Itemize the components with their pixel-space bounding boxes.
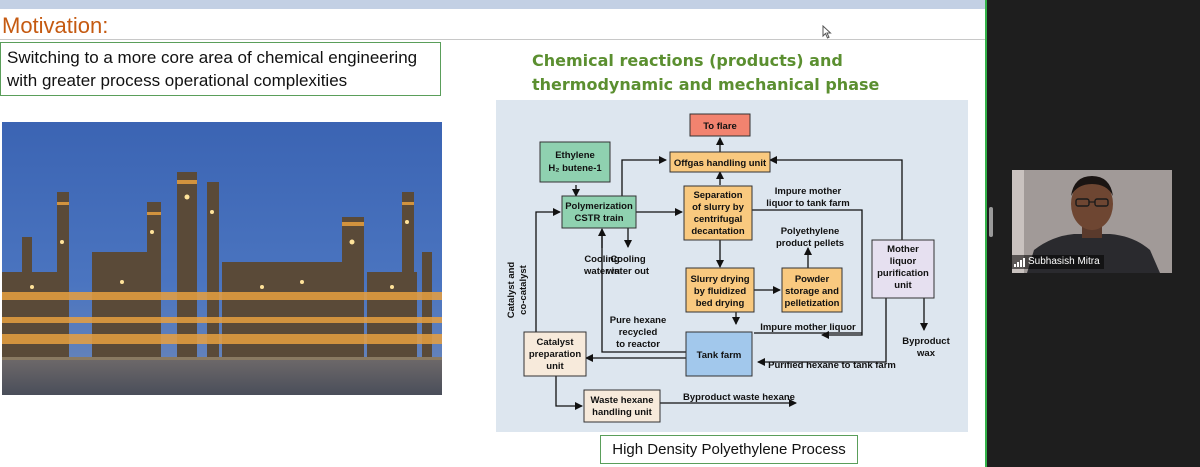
catalyst-vertical-label-1: Catalyst and	[506, 262, 517, 319]
impure-liquor-label-2: liquor to tank farm	[766, 198, 849, 209]
mother-label-3: purification	[877, 268, 929, 279]
diagram-caption: High Density Polyethylene Process	[600, 435, 858, 464]
catprep-label-3: unit	[546, 361, 564, 372]
active-share-border	[985, 0, 987, 467]
offgas-label: Offgas handling unit	[674, 158, 767, 169]
mother-label-4: unit	[894, 280, 912, 291]
tank-farm-label: Tank farm	[697, 350, 742, 361]
presentation-slide: Motivation: Switching to a more core are…	[0, 0, 985, 467]
pure-hexane-label-1: Pure hexane	[610, 315, 667, 326]
waste-label-1: Waste hexane	[590, 395, 653, 406]
catalyst-vertical-label-2: co-catalyst	[518, 264, 529, 314]
powder-label-1: Powder	[795, 274, 830, 285]
powder-label-2: storage and	[785, 286, 839, 297]
waste-label-2: handling unit	[592, 407, 652, 418]
cooling-out-label-2: water out	[606, 266, 650, 277]
pure-hexane-label-3: to reactor	[616, 339, 660, 350]
byproduct-waste-label: Byproduct waste hexane	[683, 392, 795, 403]
signal-strength-icon	[1014, 257, 1025, 267]
sep-label-3: centrifugal	[694, 214, 743, 225]
slide-top-bar	[0, 0, 985, 9]
byproduct-wax-label-2: wax	[916, 348, 936, 359]
pure-hexane-label-2: recycled	[619, 327, 658, 338]
pellets-label-2: product pellets	[776, 238, 844, 249]
purified-hexane-label: Purified hexane to tank farm	[768, 360, 896, 371]
participant-name-tag: Subhasish Mitra	[1012, 255, 1104, 269]
slurry-label-3: bed drying	[696, 298, 745, 309]
title-divider	[0, 39, 985, 40]
cooling-out-label-1: Cooling	[610, 254, 646, 265]
sep-label-1: Separation	[693, 190, 742, 201]
impure-mother-label: Impure mother liquor	[760, 322, 856, 333]
mother-label-1: Mother	[887, 244, 919, 255]
powder-label-3: pelletization	[785, 298, 840, 309]
cooling-in-label-1: Cooling	[584, 254, 620, 265]
mother-label-2: liquor	[890, 256, 917, 267]
mouse-cursor-icon	[822, 25, 832, 39]
slurry-label-2: by fluidized	[694, 286, 746, 297]
pellets-label-1: Polyethylene	[781, 226, 840, 237]
ethylene-label: Ethylene	[555, 150, 595, 161]
sep-label-2: of slurry by	[692, 202, 744, 213]
intro-text-box: Switching to a more core area of chemica…	[0, 42, 441, 96]
poly-label-1: Polymerization	[565, 201, 633, 212]
participant-video-tile[interactable]: Subhasish Mitra	[1012, 170, 1172, 273]
cooling-in-label-2: water in	[583, 266, 620, 277]
catprep-label-2: preparation	[529, 349, 581, 360]
catprep-label-1: Catalyst	[537, 337, 575, 348]
impure-liquor-label-1: Impure mother	[775, 186, 842, 197]
sep-label-4: decantation	[691, 226, 745, 237]
slide-title: Motivation:	[2, 13, 109, 38]
slurry-label-1: Slurry drying	[690, 274, 749, 285]
participant-name: Subhasish Mitra	[1028, 256, 1100, 267]
poly-label-2: CSTR train	[574, 213, 623, 224]
byproduct-wax-label-1: Byproduct	[902, 336, 950, 347]
refinery-photo	[2, 122, 442, 395]
panel-resize-handle[interactable]	[989, 207, 993, 237]
hdpe-process-diagram: To flare Ethylene H₂ butene-1 Offgas han…	[496, 100, 968, 432]
to-flare-label: To flare	[703, 121, 737, 132]
h2-butene-label: H₂ butene-1	[548, 163, 602, 174]
